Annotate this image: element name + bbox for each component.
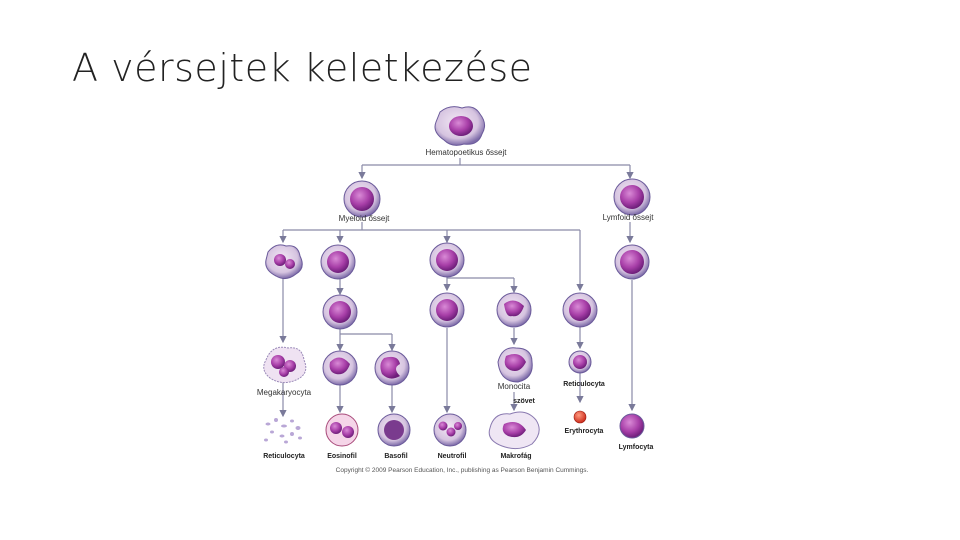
label-neutrofil: Neutrofil — [438, 453, 467, 460]
monoblast-cell — [429, 242, 465, 278]
lymphocyte-cell — [619, 413, 645, 439]
megakaryoblast-cell — [265, 244, 303, 280]
monocyte-cell — [497, 347, 533, 383]
myeloid-stem-cell — [343, 180, 381, 218]
myeloblast-cell — [320, 244, 356, 280]
label-erythrocyta: Erythrocyta — [565, 428, 604, 435]
label-reticulocyta-mid: Reticulocyta — [563, 381, 605, 388]
proerythroblast-cell — [562, 292, 598, 328]
copyright-note: Copyright © 2009 Pearson Education, Inc.… — [336, 466, 589, 474]
reticulocyte-mid-cell — [568, 350, 592, 374]
hematopoetic-stem-cell — [434, 106, 486, 146]
basophil-cell — [377, 413, 411, 447]
label-myeloid: Myeloid őssejt — [339, 214, 390, 223]
label-megakaryocyta: Megakaryocyta — [257, 388, 312, 397]
lymphoblast-cell — [614, 244, 650, 280]
label-szovet: szövet — [513, 398, 535, 405]
label-makrofag: Makrofág — [500, 453, 531, 460]
label-eosinofil: Eosinofil — [327, 453, 357, 460]
label-hematopoetikus: Hematopoetikus őssejt — [426, 148, 508, 157]
label-monocita: Monocita — [498, 382, 531, 391]
label-basofil: Basofil — [384, 453, 407, 460]
erythrocyte-cell — [573, 410, 587, 424]
connector-lines — [279, 158, 636, 418]
metamyelocyte-cell — [322, 350, 358, 386]
slide-title: A vérsejtek keletkezése — [72, 46, 533, 90]
platelets — [264, 418, 302, 444]
megakaryocyte-cell — [263, 346, 307, 384]
lymfoid-stem-cell — [613, 178, 651, 216]
myelocyte-cell — [429, 292, 465, 328]
macrophage-cell — [488, 411, 540, 450]
label-lymfoid: Lymfoid őssejt — [603, 213, 655, 222]
label-lymfocyta: Lymfocyta — [619, 444, 654, 451]
neutrophil-cell — [433, 413, 467, 447]
promyelocyte-cell — [322, 294, 358, 330]
label-reticulocyta-bottom: Reticulocyta — [263, 453, 305, 460]
basophil-precursor-cell — [374, 350, 410, 386]
promonocyte-cell — [496, 292, 532, 328]
eosinophil-cell — [325, 413, 359, 447]
